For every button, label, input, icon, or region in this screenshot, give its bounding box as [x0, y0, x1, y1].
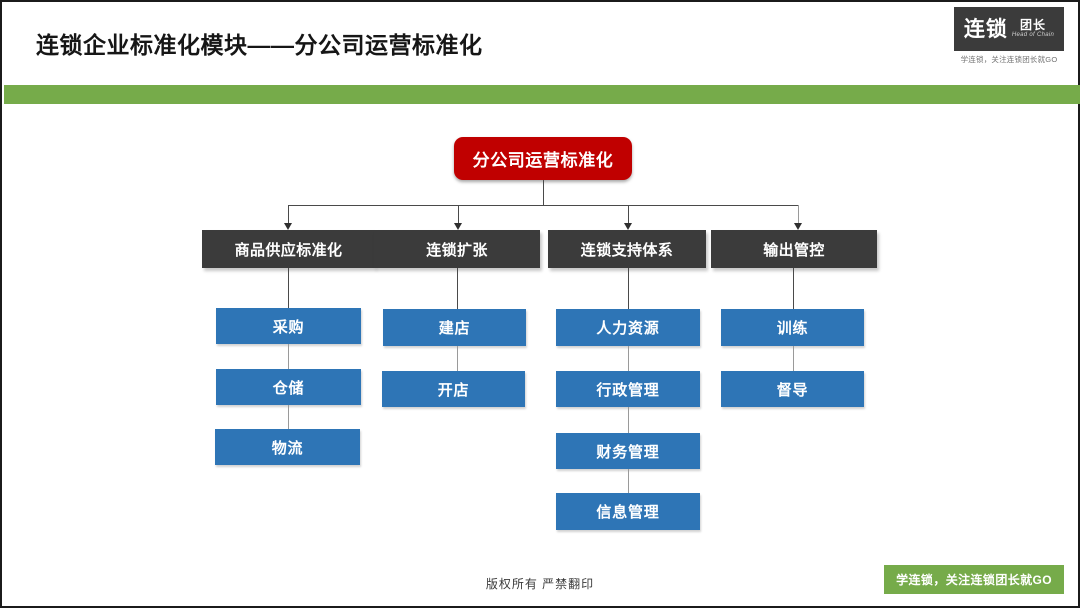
connector-c3-1 [628, 346, 629, 371]
page-title: 连锁企业标准化模块——分公司运营标准化 [36, 32, 483, 58]
leaf-node-2-2[interactable]: 开店 [382, 371, 525, 407]
connector-c3-2 [628, 407, 629, 433]
brand-badge: 连锁 团长 Head of Chain [954, 7, 1064, 51]
brand-english-text: Head of Chain [1011, 32, 1055, 39]
leaf-node-3-3[interactable]: 财务管理 [556, 433, 700, 469]
diagram-canvas: 分公司运营标准化 商品供应标准化 连锁扩张 连锁支持体系 输出管控 采购 仓储 … [2, 104, 1080, 610]
category-node-4[interactable]: 输出管控 [711, 230, 877, 268]
leaf-node-2-1[interactable]: 建店 [383, 309, 526, 346]
leaf-node-1-2[interactable]: 仓储 [216, 369, 361, 405]
footer-brand-badge: 学连锁，关注连锁团长就GO [884, 565, 1064, 594]
connector-c4-stem [793, 268, 794, 309]
connector-drop-3 [628, 205, 629, 224]
slide-header: 连锁企业标准化模块——分公司运营标准化 连锁 团长 Head of Chain … [2, 2, 1078, 81]
arrow-down-icon-3 [624, 223, 632, 230]
brand-main-text: 连锁 [963, 17, 1008, 41]
arrow-down-icon-1 [284, 223, 292, 230]
connector-c4-1 [793, 346, 794, 371]
arrow-down-icon-4 [794, 223, 802, 230]
connector-horizontal-bus [288, 205, 799, 206]
connector-c1-1 [288, 344, 289, 369]
brand-sub-group: 团长 Head of Chain [1012, 19, 1054, 40]
leaf-node-3-2[interactable]: 行政管理 [556, 371, 700, 407]
connector-drop-2 [458, 205, 459, 224]
connector-c1-2 [288, 405, 289, 429]
connector-drop-4 [798, 205, 799, 224]
leaf-node-1-3[interactable]: 物流 [215, 429, 360, 465]
root-node[interactable]: 分公司运营标准化 [454, 137, 632, 180]
category-node-3[interactable]: 连锁支持体系 [548, 230, 706, 268]
category-node-2[interactable]: 连锁扩张 [374, 230, 540, 268]
connector-root-stem [543, 180, 544, 205]
connector-c2-stem [457, 268, 458, 309]
footer-copyright: 版权所有 严禁翻印 [485, 577, 595, 591]
green-divider-bar [4, 85, 1080, 104]
brand-sub-text: 团长 [1019, 17, 1046, 32]
leaf-node-1-1[interactable]: 采购 [216, 308, 361, 344]
leaf-node-4-1[interactable]: 训练 [721, 309, 864, 346]
brand-tagline: 学连锁，关注连锁团长就GO [960, 55, 1058, 64]
leaf-node-3-4[interactable]: 信息管理 [556, 493, 700, 530]
connector-c1-stem [288, 268, 289, 308]
arrow-down-icon-2 [454, 223, 462, 230]
connector-drop-1 [288, 205, 289, 224]
connector-c2-1 [457, 346, 458, 371]
connector-c3-stem [628, 268, 629, 309]
leaf-node-4-2[interactable]: 督导 [721, 371, 864, 407]
brand-logo: 连锁 团长 Head of Chain 学连锁，关注连锁团长就GO [954, 7, 1064, 65]
leaf-node-3-1[interactable]: 人力资源 [556, 309, 700, 346]
connector-c3-3 [628, 469, 629, 493]
category-node-1[interactable]: 商品供应标准化 [202, 230, 375, 268]
